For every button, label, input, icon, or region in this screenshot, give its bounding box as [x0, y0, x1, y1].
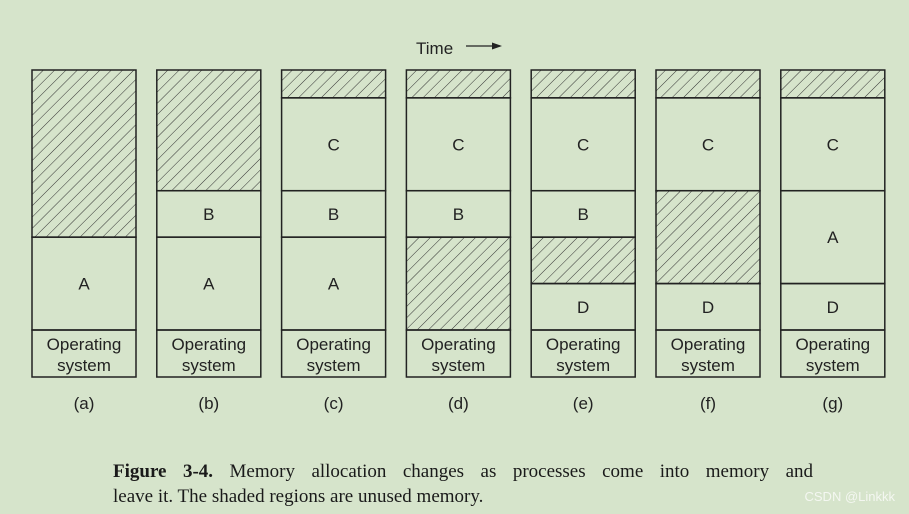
- os-label-line2: system: [307, 356, 361, 375]
- time-label: Time: [416, 39, 453, 58]
- memory-column-a: A Operating system (a): [31, 69, 137, 413]
- memory-column-d: C B Operating system (d): [405, 69, 512, 413]
- process-d-label: D: [577, 298, 589, 317]
- os-label-line2: system: [182, 356, 236, 375]
- caption-text-line1: Memory allocation changes as processes c…: [229, 461, 813, 482]
- memory-column-c: C B A Operating system (c): [280, 69, 387, 413]
- column-label: (f): [700, 394, 716, 413]
- free-memory-region: [405, 69, 512, 99]
- process-b-label: B: [328, 205, 339, 224]
- os-label-line1: Operating: [546, 335, 621, 354]
- process-c-label: C: [702, 135, 714, 154]
- free-memory-region: [156, 69, 262, 192]
- os-label-line1: Operating: [421, 335, 496, 354]
- process-c-label: C: [327, 135, 339, 154]
- watermark: CSDN @Linkkk: [804, 489, 896, 504]
- free-memory-region: [655, 69, 761, 99]
- os-label-line2: system: [57, 356, 111, 375]
- process-a-label: A: [328, 275, 340, 294]
- free-memory-region: [655, 189, 761, 285]
- operating-system-block: [156, 329, 262, 378]
- process-d-label: D: [702, 298, 714, 317]
- process-a-label: A: [203, 275, 215, 294]
- memory-column-b: B A Operating system (b): [156, 69, 262, 413]
- memory-column-g: C A D Operating system (g): [780, 69, 886, 413]
- os-label-line2: system: [806, 356, 860, 375]
- process-a-label: A: [827, 228, 839, 247]
- free-memory-region: [530, 236, 636, 285]
- column-label: (e): [573, 394, 594, 413]
- operating-system-block: [405, 329, 512, 378]
- process-b-label: B: [578, 205, 589, 224]
- operating-system-block: [655, 329, 761, 378]
- operating-system-block: [530, 329, 636, 378]
- column-label: (a): [74, 394, 95, 413]
- column-label: (g): [822, 394, 843, 413]
- column-label: (d): [448, 394, 469, 413]
- process-b-label: B: [203, 205, 214, 224]
- free-memory-region: [280, 69, 387, 99]
- caption-figure-label: Figure 3-4.: [113, 461, 214, 482]
- memory-column-f: C D Operating system (f): [655, 69, 761, 413]
- free-memory-region: [780, 69, 886, 99]
- os-label-line1: Operating: [171, 335, 246, 354]
- free-memory-region: [31, 69, 137, 238]
- column-label: (c): [324, 394, 344, 413]
- free-memory-region: [530, 69, 636, 99]
- os-label-line1: Operating: [296, 335, 371, 354]
- os-label-line2: system: [681, 356, 735, 375]
- column-label: (b): [198, 394, 219, 413]
- time-arrow: [466, 42, 502, 50]
- process-c-label: C: [577, 135, 589, 154]
- operating-system-block: [31, 329, 137, 378]
- os-label-line2: system: [431, 356, 485, 375]
- os-label-line2: system: [556, 356, 610, 375]
- free-memory-region: [405, 236, 512, 331]
- process-d-label: D: [827, 298, 839, 317]
- process-a-label: A: [78, 275, 90, 294]
- process-c-label: C: [827, 135, 839, 154]
- memory-column-e: C B D Operating system (e): [530, 69, 636, 413]
- operating-system-block: [280, 329, 387, 378]
- os-label-line1: Operating: [47, 335, 122, 354]
- process-b-label: B: [453, 205, 464, 224]
- figure-caption: Figure 3-4. Memory allocation changes as…: [113, 459, 813, 509]
- caption-text-line2: leave it. The shaded regions are unused …: [113, 486, 484, 507]
- operating-system-block: [780, 329, 886, 378]
- process-c-label: C: [452, 135, 464, 154]
- os-label-line1: Operating: [795, 335, 870, 354]
- os-label-line1: Operating: [671, 335, 746, 354]
